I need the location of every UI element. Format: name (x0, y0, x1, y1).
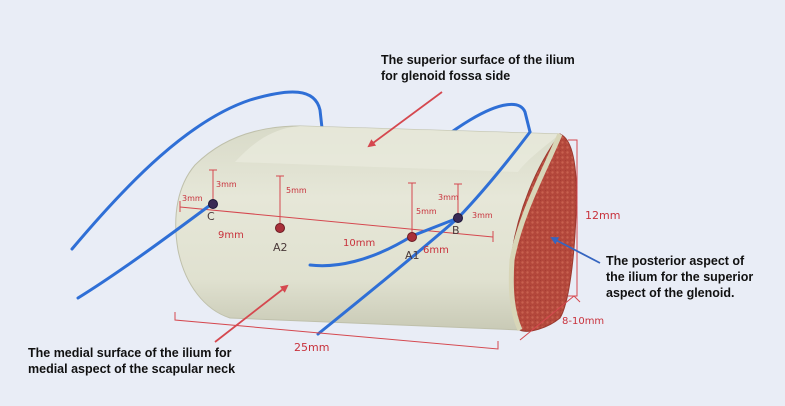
measure-a1-to-b: 6mm (423, 245, 449, 256)
caption-superior-line-2: for glenoid fossa side (381, 68, 575, 84)
point-b (454, 214, 463, 223)
measure-c-to-a2: 9mm (218, 230, 244, 241)
measure-a2-to-a1: 10mm (343, 238, 375, 249)
label-a2: A2 (273, 241, 288, 254)
caption-medial-line-1: The medial surface of the ilium for (28, 345, 235, 361)
point-a1 (408, 233, 417, 242)
label-c: C (207, 210, 215, 223)
caption-posterior-line-1: The posterior aspect of (606, 253, 753, 269)
measure-b-top: 3mm (438, 193, 459, 202)
caption-superior-line-1: The superior surface of the ilium (381, 52, 575, 68)
measure-a1-top: 5mm (416, 207, 437, 216)
measure-c-left: 3mm (182, 194, 203, 203)
caption-posterior-line-2: the ilium for the superior (606, 269, 753, 285)
point-c (209, 200, 218, 209)
measure-b-right: 3mm (472, 211, 493, 220)
label-a1: A1 (405, 249, 420, 262)
label-b: B (452, 224, 460, 237)
measure-length: 25mm (294, 341, 329, 354)
point-a2 (276, 224, 285, 233)
measure-height: 12mm (585, 209, 620, 222)
measure-a2-top: 5mm (286, 186, 307, 195)
caption-superior-surface: The superior surface of the ilium for gl… (381, 52, 575, 84)
measure-c-top: 3mm (216, 180, 237, 189)
caption-posterior-line-3: aspect of the glenoid. (606, 285, 753, 301)
measure-depth: 8-10mm (562, 316, 604, 327)
caption-posterior-aspect: The posterior aspect of the ilium for th… (606, 253, 753, 301)
caption-medial-surface: The medial surface of the ilium for medi… (28, 345, 235, 377)
caption-medial-line-2: medial aspect of the scapular neck (28, 361, 235, 377)
